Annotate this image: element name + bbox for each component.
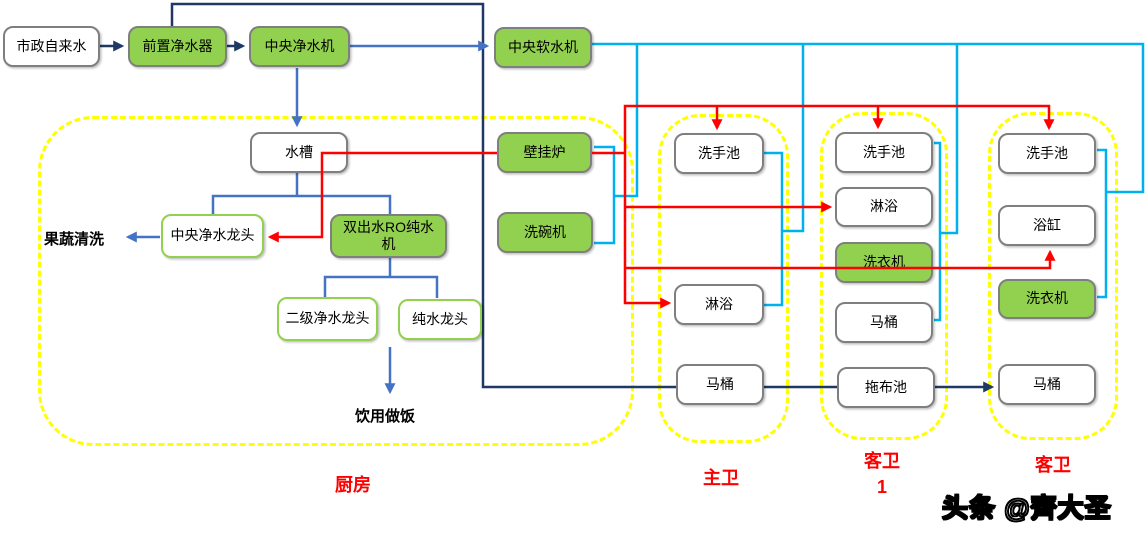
annotation-drink-cook: 饮用做饭 (355, 408, 416, 425)
node-ro-machine: 双出水RO纯水机 (330, 214, 447, 258)
region-label-guest-bath-1: 客卫 1 (856, 448, 908, 500)
region-label-master-bath: 主卫 (703, 468, 739, 488)
region-label-guest-bath-1-number: 1 (876, 477, 887, 498)
node-central-purifier: 中央净水机 (249, 26, 350, 67)
region-label-guest-bath-2: 客卫 (1035, 455, 1071, 475)
node-guest1-sink: 洗手池 (835, 132, 933, 173)
region-label-kitchen: 厨房 (335, 475, 371, 495)
node-guest1-shower: 淋浴 (835, 187, 933, 227)
node-municipal-water: 市政自来水 (3, 26, 100, 67)
node-pre-filter: 前置净水器 (128, 26, 227, 67)
node-master-sink: 洗手池 (674, 133, 764, 174)
node-guest2-toilet: 马桶 (998, 364, 1096, 405)
annotation-fruit-veg-wash: 果蔬清洗 (44, 231, 105, 248)
node-pure-tap: 纯水龙头 (398, 299, 482, 340)
node-guest2-tub: 浴缸 (998, 205, 1096, 246)
node-guest2-sink: 洗手池 (998, 133, 1096, 174)
node-sink: 水槽 (250, 132, 348, 173)
node-guest1-washer: 洗衣机 (835, 242, 933, 283)
node-boiler: 壁挂炉 (497, 132, 592, 173)
node-guest1-toilet: 马桶 (835, 302, 933, 343)
node-guest2-washer: 洗衣机 (998, 279, 1096, 319)
node-master-shower: 淋浴 (674, 284, 764, 325)
node-secondary-tap: 二级净水龙头 (277, 297, 378, 341)
watermark: 头条 @齊大圣 (941, 492, 1112, 524)
node-dishwasher: 洗碗机 (497, 212, 593, 253)
node-central-tap: 中央净水龙头 (161, 214, 264, 258)
node-central-softener: 中央软水机 (494, 27, 592, 68)
node-master-toilet: 马桶 (676, 364, 764, 405)
node-guest1-mop-sink: 拖布池 (837, 367, 935, 408)
region-label-guest-bath-1-text: 客卫 (864, 451, 900, 471)
